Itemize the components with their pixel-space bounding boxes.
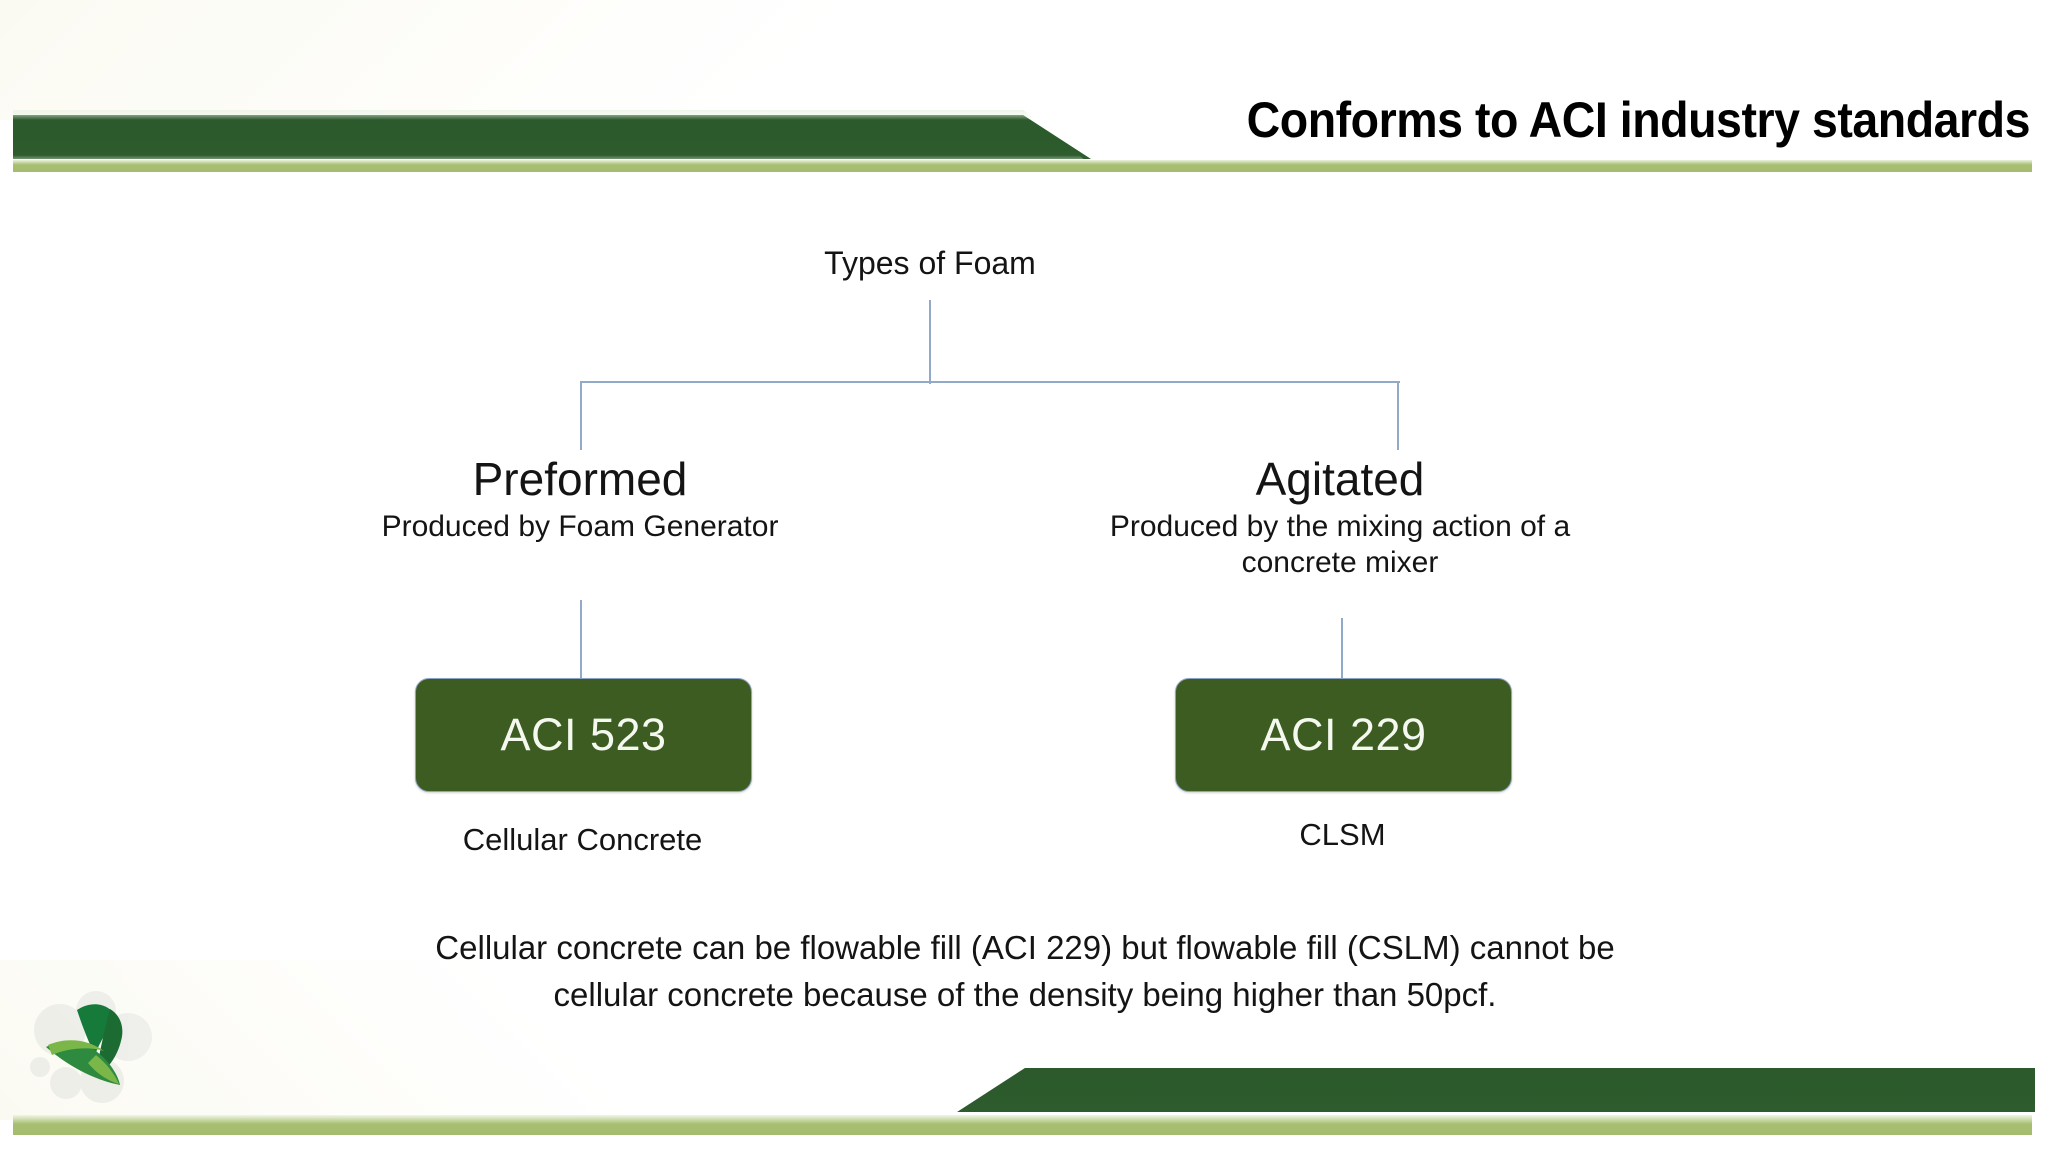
company-logo [22,985,167,1110]
footnote-line-2: cellular concrete because of the density… [553,975,1497,1013]
footer-dark-bar [957,1068,2035,1112]
branch-preformed: Preformed Produced by Foam Generator [300,455,860,545]
branch-agitated-subtitle-line1: Produced by the mixing action of a [1109,510,1571,544]
aci-229-box[interactable]: ACI 229 [1175,678,1512,792]
branch-preformed-heading: Preformed [472,453,688,505]
connector-horizontal-spreader [580,381,1400,383]
connector-right-drop [1397,381,1399,450]
connector-preformed-to-box [580,600,582,680]
logo-mark-icon [30,991,152,1103]
branch-agitated-subtitle-line2: concrete mixer [1241,545,1439,579]
branch-agitated-subtitle: Produced by the mixing action of a concr… [1060,509,1620,580]
footnote-text: Cellular concrete can be flowable fill (… [300,925,1750,1019]
branch-agitated: Agitated Produced by the mixing action o… [1060,455,1620,580]
connector-left-drop [580,381,582,450]
header-olive-rule [13,160,2032,172]
page-title: Conforms to ACI industry standards [1246,92,2031,148]
footnote-line-1: Cellular concrete can be flowable fill (… [435,929,1615,966]
aci-229-caption: CLSM [1299,817,1386,852]
branch-agitated-heading: Agitated [1255,453,1425,505]
aci-229-label: ACI 229 [1260,709,1427,760]
aci-523-box[interactable]: ACI 523 [415,678,752,792]
branch-preformed-subtitle: Produced by Foam Generator [381,510,779,544]
aci-523-caption: Cellular Concrete [462,822,703,857]
diagram-root-label: Types of Foam [824,245,1036,281]
aci-523-label: ACI 523 [500,709,667,760]
footer-olive-rule [13,1115,2032,1135]
connector-agitated-to-box [1341,618,1343,680]
connector-root-stem [929,300,931,384]
